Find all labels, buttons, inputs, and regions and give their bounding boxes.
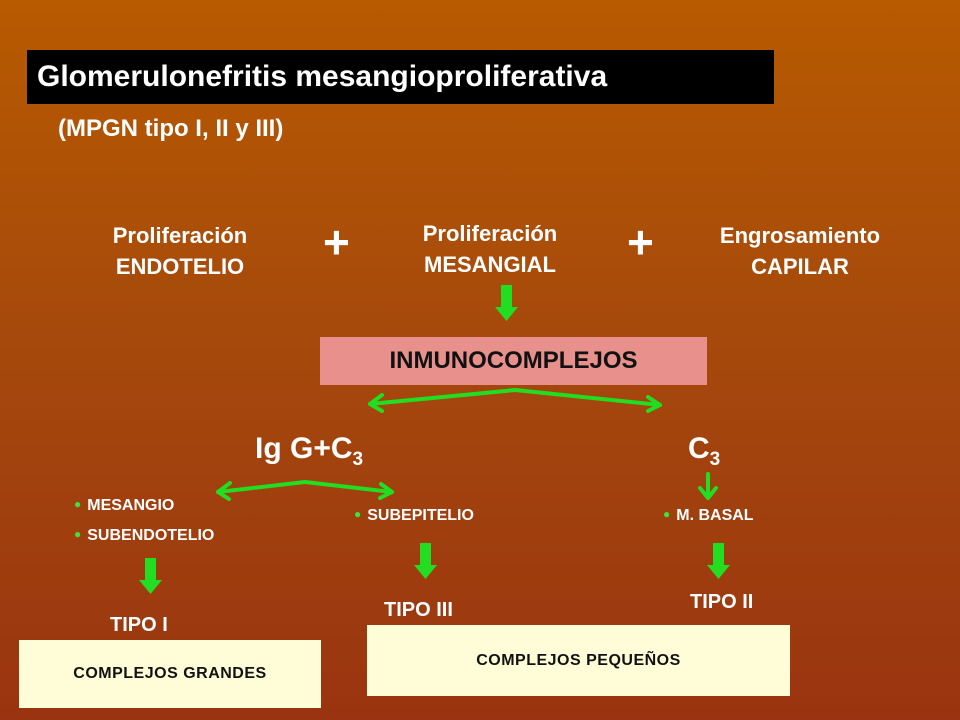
header-capilar: Engrosamiento CAPILAR <box>695 220 905 282</box>
header-capilar-line2: CAPILAR <box>751 254 849 279</box>
bullet-dot-icon: ● <box>74 527 82 541</box>
slide-subtitle: (MPGN tipo I, II y III) <box>58 115 284 142</box>
complejos-pequenos-box: COMPLEJOS PEQUEÑOS <box>367 625 790 696</box>
header-mesangial-line1: Proliferación <box>422 221 558 246</box>
slide-title: Glomerulonefritis mesangioproliferativa <box>27 50 774 104</box>
c3-text: C <box>688 432 710 465</box>
plus-sign-2: + <box>627 216 654 268</box>
tipo-iii-label: TIPO III <box>384 599 453 621</box>
bullet-dot-icon: ● <box>663 507 671 521</box>
igg-c3-subscript: 3 <box>352 449 364 470</box>
header-capilar-line1: Engrosamiento <box>719 223 881 248</box>
down-arrow-icon <box>414 543 437 579</box>
left-arrowhead-icon <box>368 393 384 413</box>
down-arrow-icon <box>707 543 730 579</box>
split-arrow-line <box>368 388 662 407</box>
tipo-ii-label: TIPO II <box>690 591 754 613</box>
bullet-mesangio: ● MESANGIO <box>74 497 174 515</box>
down-arrow-icon <box>139 558 162 594</box>
right-arrowhead-icon <box>378 482 394 500</box>
down-arrow-icon <box>495 285 518 321</box>
bullet-subepitelio-text: SUBEPITELIO <box>367 507 474 524</box>
plus-sign-1: + <box>323 216 350 268</box>
header-mesangial: Proliferación MESANGIAL <box>400 218 580 280</box>
c3-subscript: 3 <box>709 449 721 470</box>
bullet-dot-icon: ● <box>74 497 82 511</box>
bullet-subendotelio-text: SUBENDOTELIO <box>87 527 215 544</box>
header-endotelio-line2: ENDOTELIO <box>115 254 245 279</box>
igg-c3-text: Ig G+C <box>255 432 353 465</box>
bullet-subendotelio: ● SUBENDOTELIO <box>74 527 214 545</box>
bullet-mbasal: ● M. BASAL <box>663 507 754 525</box>
header-endotelio: Proliferación ENDOTELIO <box>90 220 270 282</box>
right-arrowhead-icon <box>646 395 662 413</box>
c3-down-arrowhead-icon <box>698 486 718 500</box>
bullet-mesangio-text: MESANGIO <box>87 497 175 514</box>
bullet-subepitelio: ● SUBEPITELIO <box>354 507 474 525</box>
igg-c3-label: Ig G+C3 <box>255 432 363 471</box>
header-endotelio-line1: Proliferación <box>112 223 248 248</box>
split-arrow-line <box>216 480 394 494</box>
bullet-dot-icon: ● <box>354 507 362 521</box>
header-mesangial-line2: MESANGIAL <box>424 252 556 277</box>
left-arrowhead-icon <box>216 481 232 501</box>
c3-label: C3 <box>688 432 720 471</box>
bullet-mbasal-text: M. BASAL <box>676 507 754 524</box>
immunocomplex-box: INMUNOCOMPLEJOS <box>320 337 707 385</box>
tipo-i-label: TIPO I <box>110 614 168 636</box>
complejos-grandes-box: COMPLEJOS GRANDES <box>19 640 321 708</box>
